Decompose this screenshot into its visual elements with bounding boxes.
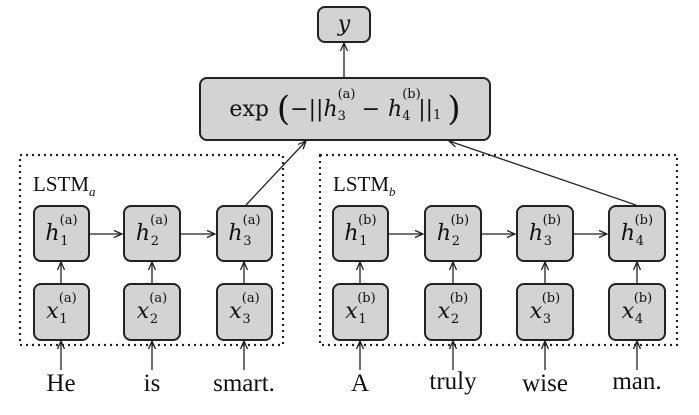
node-sup: (a) [59, 212, 78, 228]
hidden-node-b-3: h(b) 3 [516, 205, 574, 262]
node-sup: (a) [242, 212, 261, 228]
formula-func: exp [229, 96, 269, 122]
word-a-3: smart. [213, 370, 275, 397]
word-b-4: man. [612, 368, 662, 395]
word-b-2: truly [429, 368, 477, 395]
node-base: h [344, 220, 359, 246]
input-node-b-1: x(b) 1 [332, 283, 389, 341]
formula-norm-sub: 1 [433, 107, 442, 123]
hidden-node-a-2: h(a) 2 [123, 205, 181, 262]
node-base: x [621, 299, 635, 324]
input-node-b-2: x(b) 2 [424, 283, 482, 341]
node-sub: 1 [358, 312, 367, 327]
hidden-node-a-3: h(a) 3 [216, 205, 273, 262]
lstm-a-box [18, 153, 285, 347]
node-sub: 4 [635, 233, 645, 249]
node-sup: (b) [358, 212, 377, 228]
node-sub: 3 [243, 233, 252, 249]
node-sub: 3 [242, 312, 251, 327]
group-label-lstm-a: LSTMa [33, 172, 96, 200]
node-sub: 3 [543, 233, 553, 249]
formula-norm-close: || [418, 96, 434, 122]
input-node-a-3: x(a) 3 [216, 283, 273, 341]
node-sub: 2 [150, 233, 160, 249]
hidden-node-b-2: h(b) 2 [424, 205, 482, 262]
node-sup: (b) [357, 291, 376, 306]
node-base: x [136, 299, 150, 324]
hidden-node-b-1: h(b) 1 [332, 205, 389, 262]
node-base: x [437, 299, 451, 324]
formula-h-right-sup: (b) [402, 86, 421, 102]
edge-h4b-to-formula [449, 141, 637, 206]
group-label-lstm-a-sub: a [89, 184, 96, 200]
node-sub: 2 [149, 312, 159, 327]
node-base: h [436, 220, 452, 246]
node-sub: 1 [59, 312, 68, 327]
formula-h-right-sub: 4 [402, 108, 411, 124]
word-b-1: A [350, 370, 370, 397]
node-sup: (b) [634, 212, 654, 228]
node-sup: (a) [58, 291, 77, 306]
word-a-2: is [143, 370, 161, 397]
group-label-lstm-a-main: LSTM [33, 172, 90, 196]
node-sup: (b) [542, 212, 562, 228]
hidden-node-a-1: h(a) 1 [33, 205, 90, 262]
node-sub: 1 [359, 233, 368, 249]
formula-h-left-sup: (a) [337, 86, 356, 102]
node-base: h [135, 220, 151, 246]
distance-formula-node: exp ( −|| h(a)3 − h(b)4 ||1 ) [199, 77, 491, 141]
formula-op: − [361, 96, 381, 122]
node-sup: (b) [449, 291, 469, 306]
node-base: h [228, 220, 243, 246]
node-base: x [529, 299, 543, 324]
node-base: h [528, 220, 544, 246]
formula-h-right-base: h [388, 96, 403, 122]
group-label-lstm-b: LSTMb [333, 172, 396, 200]
input-node-a-2: x(a) 2 [123, 283, 181, 341]
formula-h-left-sub: 3 [337, 108, 346, 124]
node-sup: (b) [633, 291, 653, 306]
formula-h-left-base: h [323, 96, 338, 122]
input-node-b-4: x(b) 4 [608, 283, 666, 341]
lstm-b-box [318, 153, 679, 347]
formula-minus-norm: −|| [290, 96, 324, 122]
node-sub: 2 [450, 312, 460, 327]
output-label: y [337, 11, 351, 37]
node-base: x [345, 299, 358, 324]
node-sup: (a) [149, 291, 168, 306]
node-sub: 4 [634, 312, 644, 327]
node-sup: (b) [450, 212, 470, 228]
node-base: h [45, 220, 60, 246]
node-sub: 1 [60, 233, 69, 249]
node-sup: (a) [241, 291, 260, 306]
word-b-3: wise [522, 370, 568, 397]
node-sup: (b) [541, 291, 561, 306]
node-sub: 3 [542, 312, 552, 327]
output-node-y: y [317, 6, 371, 43]
input-node-b-3: x(b) 3 [516, 283, 574, 341]
edge-h3a-to-formula [245, 141, 306, 206]
word-a-1: He [46, 370, 76, 397]
node-sup: (a) [150, 212, 169, 228]
group-label-lstm-b-main: LSTM [333, 172, 390, 196]
input-node-a-1: x(a) 1 [33, 283, 90, 341]
group-label-lstm-b-sub: b [389, 184, 396, 200]
node-base: h [620, 220, 636, 246]
node-sub: 2 [451, 233, 461, 249]
node-base: x [229, 299, 242, 324]
hidden-node-b-4: h(b) 4 [608, 205, 666, 262]
node-base: x [46, 299, 59, 324]
